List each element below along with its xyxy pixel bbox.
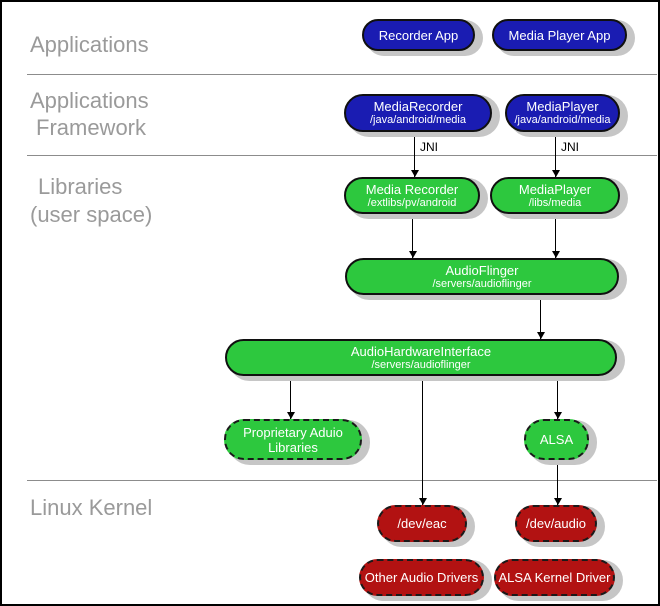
arrowhead-icon bbox=[553, 498, 562, 505]
divider-applications-framework bbox=[27, 74, 657, 75]
arrow-mediarecorder-fw-to-lib bbox=[410, 132, 419, 177]
node-label: ALSA Kernel Driver bbox=[498, 570, 611, 585]
node-path: /extlibs/pv/android bbox=[367, 196, 457, 209]
arrowhead-icon bbox=[408, 251, 417, 258]
section-label-framework-line1: Applications bbox=[30, 88, 149, 113]
arrow-ahi-to-proprietary bbox=[286, 375, 295, 419]
section-label-framework-line2: Framework bbox=[36, 115, 147, 140]
node-label: MediaPlayer bbox=[518, 181, 592, 197]
node-label: ALSA bbox=[539, 432, 574, 447]
node-label: MediaRecorder bbox=[373, 99, 463, 114]
node-label: Other Audio Drivers bbox=[364, 570, 479, 585]
node-mediaplayer-lib: MediaPlayer /libs/media bbox=[490, 177, 620, 214]
node-label: Recorder App bbox=[378, 27, 459, 43]
node-dev-eac: /dev/eac bbox=[377, 505, 467, 542]
node-path: /java/android/media bbox=[369, 114, 466, 126]
node-label: Media Recorder bbox=[365, 181, 459, 197]
section-label-libraries-line2: (user space) bbox=[30, 202, 153, 227]
edge-label-jni-right: JNI bbox=[561, 140, 579, 154]
node-path: /libs/media bbox=[528, 196, 582, 209]
divider-framework-libraries bbox=[27, 155, 657, 156]
node-other-audio-drivers: Other Audio Drivers bbox=[359, 559, 484, 596]
node-label: AudioFlinger bbox=[445, 262, 519, 278]
node-alsa-kernel-driver: ALSA Kernel Driver bbox=[494, 559, 615, 596]
node-label: MediaPlayer bbox=[526, 99, 599, 114]
arrowhead-icon bbox=[551, 170, 560, 177]
arrowhead-icon bbox=[553, 412, 562, 419]
node-path: /java/android/media bbox=[514, 114, 611, 126]
arrow-mediarecorder-lib-to-audioflinger bbox=[408, 214, 417, 258]
node-audioflinger: AudioFlinger /servers/audioflinger bbox=[345, 258, 619, 295]
section-label-applications: Applications bbox=[30, 32, 149, 57]
edge-label-jni-left: JNI bbox=[420, 140, 438, 154]
node-mediarecorder-framework: MediaRecorder /java/android/media bbox=[344, 94, 492, 132]
arrowhead-icon bbox=[410, 170, 419, 177]
node-label: /dev/eac bbox=[397, 516, 447, 531]
node-alsa: ALSA bbox=[524, 419, 589, 460]
arrowhead-icon bbox=[536, 332, 545, 339]
node-label: Proprietary Aduio Libraries bbox=[243, 424, 343, 455]
arrowhead-icon bbox=[551, 251, 560, 258]
arrow-audioflinger-to-audiohardwareinterface bbox=[536, 295, 545, 339]
arrow-ahi-to-alsa bbox=[553, 375, 562, 419]
node-media-player-app: Media Player App bbox=[492, 19, 627, 51]
node-dev-audio: /dev/audio bbox=[515, 505, 597, 542]
section-label-linux-kernel: Linux Kernel bbox=[30, 495, 153, 520]
divider-libraries-kernel bbox=[27, 480, 657, 481]
section-label-libraries-line1: Libraries bbox=[38, 174, 123, 199]
arrow-alsa-to-dev-audio bbox=[553, 460, 562, 505]
node-label: AudioHardwareInterface bbox=[350, 343, 492, 359]
arrow-ahi-to-dev-eac bbox=[418, 375, 427, 505]
node-path: /servers/audioflinger bbox=[371, 358, 471, 371]
arrowhead-icon bbox=[286, 412, 295, 419]
node-proprietary-audio-libraries: Proprietary Aduio Libraries bbox=[224, 419, 362, 460]
node-recorder-app: Recorder App bbox=[362, 19, 475, 51]
node-mediaplayer-framework: MediaPlayer /java/android/media bbox=[505, 94, 620, 132]
arrow-mediaplayer-lib-to-audioflinger bbox=[551, 214, 560, 258]
node-path: /servers/audioflinger bbox=[432, 277, 532, 290]
node-media-recorder-lib: Media Recorder /extlibs/pv/android bbox=[344, 177, 480, 214]
node-label: /dev/audio bbox=[526, 516, 586, 531]
node-audiohardwareinterface: AudioHardwareInterface /servers/audiofli… bbox=[225, 339, 617, 376]
arrow-mediaplayer-fw-to-lib bbox=[551, 132, 560, 177]
node-label: Media Player App bbox=[508, 27, 611, 43]
arrowhead-icon bbox=[418, 498, 427, 505]
